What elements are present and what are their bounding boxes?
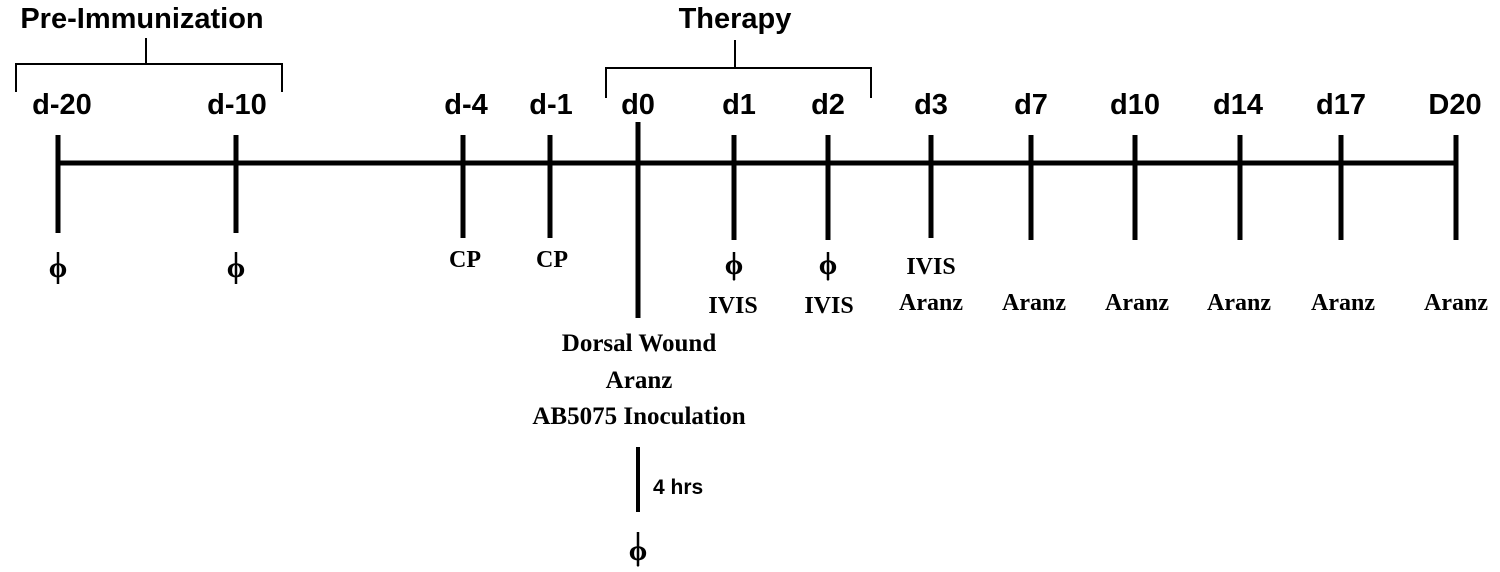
- day-d-10: d-10 ϕ: [207, 89, 267, 284]
- bracket-label-therapy: Therapy: [679, 3, 792, 35]
- post-inoculation: 4 hrs ϕ: [629, 447, 703, 567]
- bracket-label-pre-immunization: Pre-Immunization: [20, 3, 263, 35]
- event-label: Aranz: [606, 367, 673, 394]
- day-d-1: d-1 CP: [529, 89, 573, 273]
- event-label: Aranz: [1424, 290, 1488, 316]
- day-label-d0: d0: [621, 89, 655, 121]
- phi-marker-icon: ϕ: [49, 251, 68, 284]
- day-d17: d17 Aranz: [1311, 89, 1375, 316]
- event-label: CP: [449, 247, 481, 273]
- event-label: CP: [536, 247, 568, 273]
- day-label-d7: d7: [1014, 89, 1048, 121]
- event-label: IVIS: [906, 254, 955, 280]
- event-label: IVIS: [804, 293, 853, 319]
- day-d-4: d-4 CP: [444, 89, 488, 273]
- day-label-d-4: d-4: [444, 89, 488, 121]
- day-label-d10: d10: [1110, 89, 1160, 121]
- day-d7: d7 Aranz: [1002, 89, 1066, 316]
- day-label-d-20: d-20: [32, 89, 92, 121]
- day-d10: d10 Aranz: [1105, 89, 1169, 316]
- event-label: Dorsal Wound: [562, 330, 717, 357]
- day-label-d17: d17: [1316, 89, 1366, 121]
- event-label: Aranz: [899, 290, 963, 316]
- phi-marker-icon: ϕ: [819, 248, 838, 281]
- day-D20: D20 Aranz: [1424, 89, 1488, 316]
- event-label: IVIS: [708, 293, 757, 319]
- day-d2: d2 ϕ IVIS: [804, 89, 853, 319]
- interval-label: 4 hrs: [653, 476, 703, 499]
- phi-marker-icon: ϕ: [629, 534, 648, 567]
- day-label-d2: d2: [811, 89, 845, 121]
- event-label: Aranz: [1207, 290, 1271, 316]
- day-label-d-10: d-10: [207, 89, 267, 121]
- day-label-d-1: d-1: [529, 89, 573, 121]
- event-label: Aranz: [1311, 290, 1375, 316]
- phi-marker-icon: ϕ: [725, 248, 744, 281]
- day-label-d14: d14: [1213, 89, 1263, 121]
- day-d3: d3 IVIS Aranz: [899, 89, 963, 316]
- day-label-d3: d3: [914, 89, 948, 121]
- bracket-therapy: Therapy: [605, 3, 872, 98]
- day-label-d1: d1: [722, 89, 756, 121]
- day-label-D20: D20: [1428, 89, 1481, 121]
- event-label: AB5075 Inoculation: [532, 403, 745, 430]
- day-d-20: d-20 ϕ: [32, 89, 92, 284]
- bracket-pre-immunization: Pre-Immunization: [15, 3, 283, 92]
- event-label: Aranz: [1002, 290, 1066, 316]
- day-d0: d0 Dorsal Wound Aranz AB5075 Inoculation: [532, 89, 745, 430]
- phi-marker-icon: ϕ: [227, 251, 246, 284]
- day-d1: d1 ϕ IVIS: [708, 89, 757, 319]
- event-label: Aranz: [1105, 290, 1169, 316]
- day-d14: d14 Aranz: [1207, 89, 1271, 316]
